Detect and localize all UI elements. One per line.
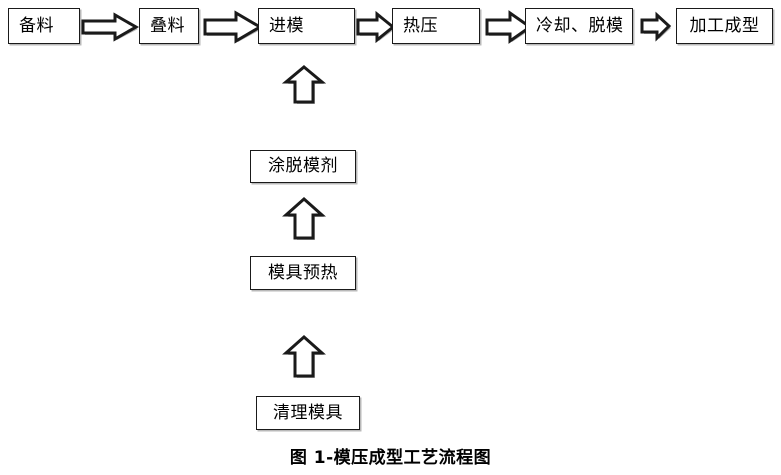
flow-arrow-right-5 <box>640 11 672 42</box>
process-node-label: 进模 <box>269 15 304 36</box>
flow-arrow-right-2 <box>203 10 263 44</box>
flow-arrow-right-1 <box>81 12 140 42</box>
process-node-beiliao[interactable]: 备料 <box>8 8 80 44</box>
process-node-label: 备料 <box>19 15 54 36</box>
process-node-label: 加工成型 <box>689 15 760 36</box>
prep-node-qingli-muju[interactable]: 清理模具 <box>256 396 360 430</box>
process-node-dieliao[interactable]: 叠料 <box>139 8 199 44</box>
prep-node-label: 清理模具 <box>273 402 343 423</box>
flow-arrow-right-3 <box>356 10 396 44</box>
prep-node-label: 涂脱模剂 <box>268 156 338 176</box>
process-node-label: 叠料 <box>150 15 185 36</box>
prep-node-tu-tuomoji[interactable]: 涂脱模剂 <box>250 150 356 183</box>
prep-node-muju-yure[interactable]: 模具预热 <box>250 256 356 290</box>
flow-arrow-up-3 <box>281 65 327 104</box>
process-node-label: 冷却、脱模 <box>536 15 624 36</box>
prep-node-label: 模具预热 <box>268 262 338 283</box>
flow-arrow-up-1 <box>282 334 326 378</box>
process-node-jinmo[interactable]: 进模 <box>258 8 355 44</box>
process-node-reya[interactable]: 热压 <box>392 8 480 44</box>
flow-arrow-up-2 <box>282 196 326 240</box>
process-node-jiagong-chengxing[interactable]: 加工成型 <box>676 8 773 44</box>
process-node-label: 热压 <box>403 15 438 36</box>
process-node-lengque-tuomo[interactable]: 冷却、脱模 <box>525 8 633 44</box>
figure-caption: 图 1-模压成型工艺流程图 <box>289 448 492 468</box>
flow-arrow-right-4 <box>485 10 533 44</box>
